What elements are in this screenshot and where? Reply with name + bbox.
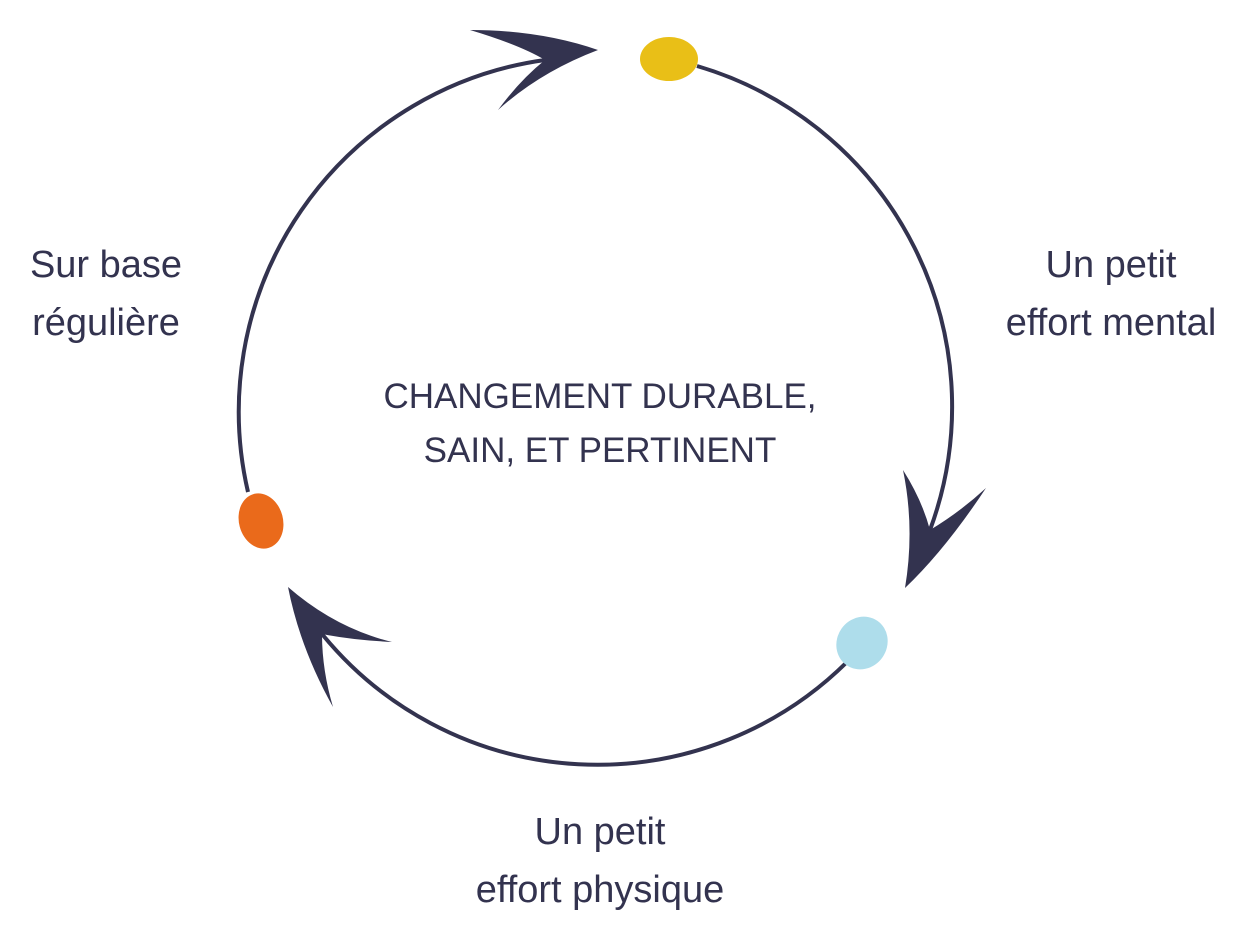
center-statement: CHANGEMENT DURABLE, SAIN, ET PERTINENT [340,370,860,478]
label-left-line-1: Sur base [29,244,183,286]
label-left-line-2: régulière [32,302,180,344]
node-left [238,493,284,549]
label-bottom-line-2: effort physique [475,869,725,911]
label-right-line-2: effort mental [1005,302,1217,344]
label-mental-effort: Un petit effort mental [980,236,1242,352]
arc-top-to-right [696,64,955,531]
label-bottom-line-1: Un petit [534,811,666,853]
label-regular-basis: Sur base régulière [18,236,194,352]
node-right [836,616,888,670]
arrowhead-top [470,30,598,110]
arrowhead-right [903,470,986,588]
node-top [640,37,698,81]
label-right-line-1: Un petit [1045,244,1177,286]
arc-right-to-left [320,632,849,767]
label-physical-effort: Un petit effort physique [440,803,760,919]
center-line-2: SAIN, ET PERTINENT [423,431,777,470]
center-line-1: CHANGEMENT DURABLE, [383,377,817,416]
arrowhead-left [288,587,392,707]
arc-left-to-top [236,58,546,493]
